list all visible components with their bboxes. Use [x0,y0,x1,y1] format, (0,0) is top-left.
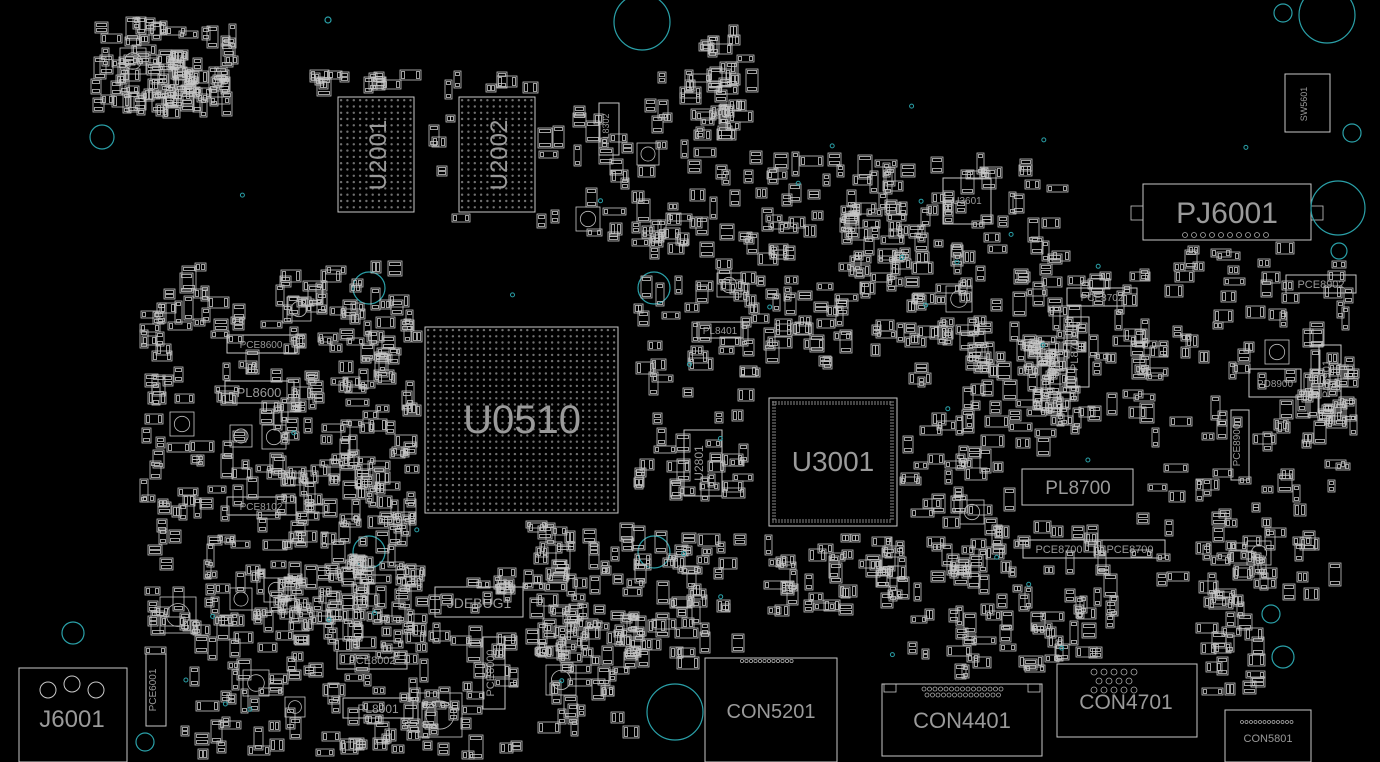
pj6001-label: PJ6001 [1176,197,1278,230]
j5801-connector[interactable]: CON5801 [1224,709,1312,762]
mounting-holes [61,0,1366,752]
pce6001-label: PCE6001 [148,668,159,711]
pl8401-label: PL8401 [703,326,738,337]
pce8900-cap[interactable]: PCE8900 [1230,409,1250,481]
pl8700-inductor[interactable]: PL8700 [1021,468,1134,506]
con5201-connector[interactable]: CON5201 [704,657,838,762]
pl8302-inductor[interactable]: PL8302 [598,102,620,156]
j6001-label: J6001 [39,706,104,733]
con4401-label: CON4401 [913,708,1011,733]
con4701-label: CON4701 [1079,691,1172,714]
pce8902-label: PCE8902 [1297,279,1344,291]
pce6001-cap[interactable]: PCE6001 [145,653,167,727]
pd8900-label: PD8900 [1257,379,1294,390]
pce8702-label: PCE8702 [1081,293,1124,304]
pce8000-cap[interactable]: PCE8000 [482,636,506,710]
pce8700a-label: PCE8700 [1035,544,1082,556]
j6001-connector[interactable]: J6001 [18,667,128,762]
u3001-chip[interactable]: U3001 [768,397,898,527]
pce8900-label: PCE8900 [1232,423,1243,466]
u2002-label: U2002 [486,120,513,191]
pce8000-label: PCE8000 [485,649,497,696]
u2001-chip[interactable]: U2001 [337,96,415,213]
u3601-label: U3601 [952,196,982,207]
pd8900-diode[interactable]: PD8900 [1248,368,1302,398]
passive-components [90,16,1360,760]
con5201-label: CON5201 [727,701,816,723]
pl8302-label: PL8302 [601,113,611,144]
u2002-chip[interactable]: U2002 [458,96,536,213]
pce8700b-cap[interactable]: PCE8700 [1094,539,1166,559]
pl8600-label: PL8600 [237,385,282,400]
u2801-label: U2801 [692,445,706,481]
sw5601-label: SW5601 [1299,87,1309,122]
pce8902-cap[interactable]: PCE8902 [1285,274,1357,294]
pce8600-label: PCE8600 [240,340,283,351]
pl8600-inductor[interactable]: PL8600 [224,380,295,404]
con4701-connector[interactable]: CON4701 [1056,663,1198,738]
pl8001-label: PL8001 [357,702,399,716]
con4401-connector[interactable]: CON4401 [881,683,1043,757]
pl8700-label: PL8700 [1045,478,1111,499]
u3001-label: U3001 [792,446,875,477]
j5801-label: CON5801 [1244,733,1293,745]
u0510-label: U0510 [463,398,581,442]
pce8002-label: PCE8002 [348,655,395,667]
u2801-chip[interactable]: U2801 [683,429,723,497]
pce8102-label: PCE8102 [240,502,283,513]
pce8700b-label: PCE8700 [1106,544,1153,556]
u2001-label: U2001 [365,120,392,191]
sw5601-switch[interactable]: SW5601 [1284,73,1331,133]
u0510-chip[interactable]: U0510 [424,326,619,514]
pj6001-connector[interactable]: PJ6001 [1130,183,1324,241]
